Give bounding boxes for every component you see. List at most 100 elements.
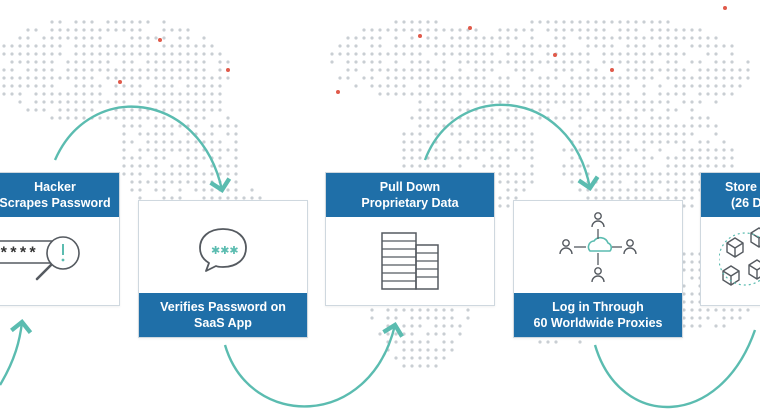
- map-dot: [82, 100, 86, 104]
- map-dot: [138, 148, 142, 152]
- map-dot: [354, 44, 358, 48]
- map-dot: [186, 100, 190, 104]
- map-dot: [130, 188, 134, 192]
- map-dot: [202, 36, 206, 40]
- map-dot: [698, 316, 702, 320]
- map-dot: [122, 52, 126, 56]
- map-dot: [178, 188, 182, 192]
- map-dot: [82, 108, 86, 112]
- step-1-title-line1: Hacker: [34, 180, 76, 194]
- map-dot: [114, 100, 118, 104]
- map-dot: [466, 76, 470, 80]
- map-dot: [50, 28, 54, 32]
- map-dot: [450, 324, 454, 328]
- map-dot: [370, 316, 374, 320]
- map-dot: [714, 124, 718, 128]
- map-dot: [202, 100, 206, 104]
- map-dot: [490, 100, 494, 104]
- map-dot: [10, 68, 14, 72]
- map-dot: [418, 164, 422, 168]
- password-field-icon: ****: [0, 231, 121, 296]
- map-dot: [34, 68, 38, 72]
- map-dot-highlight: [418, 34, 422, 38]
- map-dot: [66, 60, 70, 64]
- map-dot: [506, 84, 510, 88]
- map-dot: [626, 188, 630, 192]
- map-dot: [466, 156, 470, 160]
- map-dot: [202, 76, 206, 80]
- map-dot: [594, 44, 598, 48]
- map-dot: [666, 164, 670, 168]
- map-dot: [442, 60, 446, 64]
- map-dot: [58, 100, 62, 104]
- map-dot: [186, 68, 190, 72]
- map-dot: [442, 108, 446, 112]
- map-dot: [442, 164, 446, 168]
- map-dot: [106, 116, 110, 120]
- map-dot: [658, 100, 662, 104]
- map-dot: [394, 308, 398, 312]
- map-dot: [682, 76, 686, 80]
- map-dot: [458, 124, 462, 128]
- map-dot: [402, 348, 406, 352]
- map-dot: [506, 52, 510, 56]
- map-dot: [682, 284, 686, 288]
- map-dot: [498, 180, 502, 184]
- map-dot: [394, 52, 398, 56]
- map-dot: [490, 52, 494, 56]
- map-dot: [66, 76, 70, 80]
- map-dot: [506, 140, 510, 144]
- step-card-hacker: Hacker Scrapes Password ****: [0, 172, 120, 306]
- map-dot: [618, 108, 622, 112]
- map-dot: [602, 108, 606, 112]
- map-dot: [162, 188, 166, 192]
- map-dot: [482, 124, 486, 128]
- map-dot: [402, 340, 406, 344]
- map-dot: [522, 60, 526, 64]
- map-dot: [650, 124, 654, 128]
- map-dot: [458, 36, 462, 40]
- map-dot: [418, 60, 422, 64]
- map-dot: [50, 36, 54, 40]
- map-dot: [722, 316, 726, 320]
- map-dot: [682, 292, 686, 296]
- map-dot: [450, 84, 454, 88]
- map-dot: [706, 140, 710, 144]
- map-dot: [474, 44, 478, 48]
- map-dot: [538, 108, 542, 112]
- map-dot: [506, 60, 510, 64]
- map-dot: [650, 196, 654, 200]
- map-dot: [530, 100, 534, 104]
- map-dot: [602, 84, 606, 88]
- map-dot: [650, 36, 654, 40]
- map-dot: [466, 36, 470, 40]
- map-dot: [674, 164, 678, 168]
- map-dot: [58, 20, 62, 24]
- map-dot: [210, 100, 214, 104]
- map-dot: [402, 68, 406, 72]
- map-dot: [442, 28, 446, 32]
- map-dot: [194, 92, 198, 96]
- map-dot: [642, 132, 646, 136]
- map-dot: [90, 92, 94, 96]
- map-dot: [706, 116, 710, 120]
- map-dot: [442, 332, 446, 336]
- map-dot: [370, 36, 374, 40]
- map-dot: [722, 164, 726, 168]
- step-5-title-line2: (26 D: [731, 196, 760, 210]
- map-dot: [706, 92, 710, 96]
- map-dot: [522, 180, 526, 184]
- map-dot: [410, 52, 414, 56]
- map-dot: [122, 84, 126, 88]
- map-dot: [410, 348, 414, 352]
- map-dot: [402, 132, 406, 136]
- map-dot: [474, 76, 478, 80]
- map-dot: [186, 132, 190, 136]
- map-dot: [74, 44, 78, 48]
- map-dot: [410, 140, 414, 144]
- map-dot: [154, 52, 158, 56]
- map-dot: [514, 28, 518, 32]
- map-dot: [122, 148, 126, 152]
- map-dot: [194, 164, 198, 168]
- map-dot: [58, 92, 62, 96]
